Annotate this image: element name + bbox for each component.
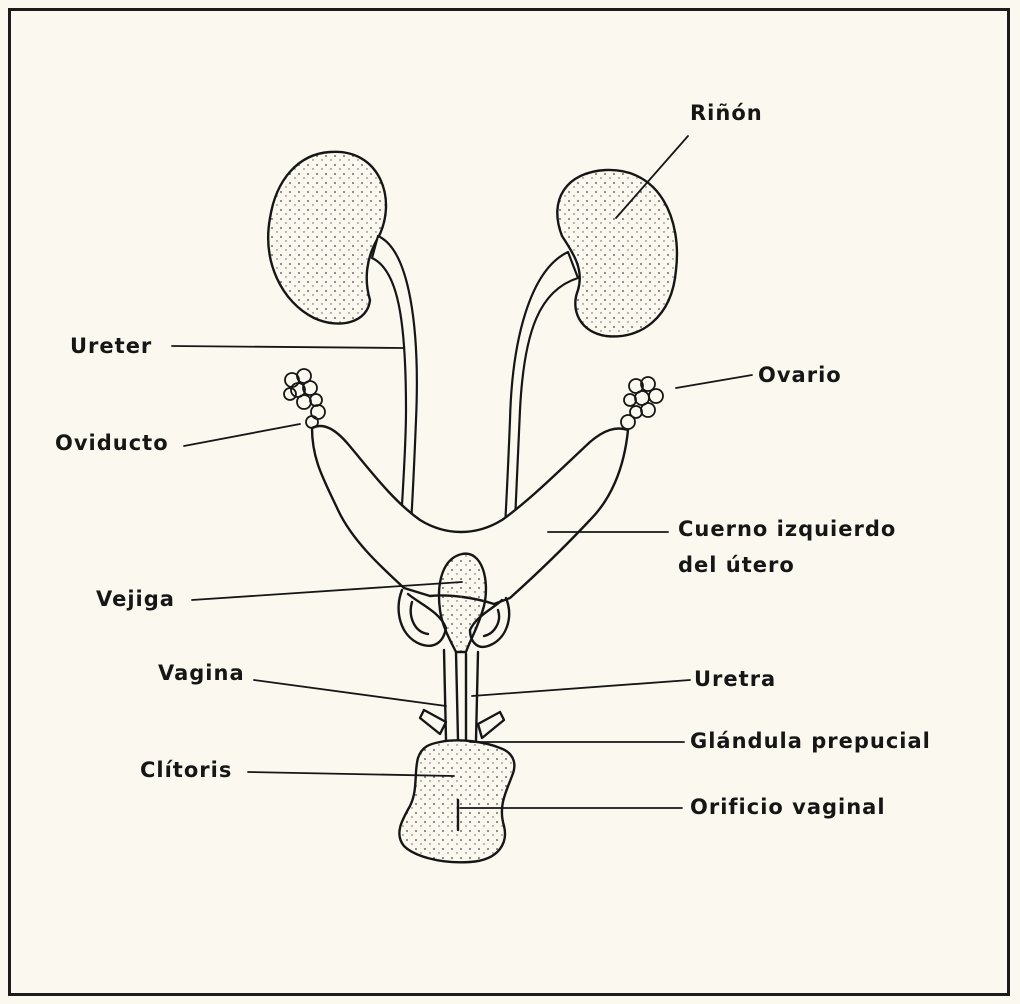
label-clitoris: Clítoris [140, 757, 232, 783]
label-vagina: Vagina [158, 660, 245, 686]
right-ovary [621, 377, 663, 429]
label-orificio: Orificio vaginal [690, 794, 886, 820]
label-glandula: Glándula prepucial [690, 728, 931, 754]
vagina-tube [444, 650, 458, 740]
right-loop-inner [484, 610, 499, 636]
bladder [439, 554, 486, 652]
label-ovario: Ovario [758, 362, 842, 388]
left-ovary [284, 369, 325, 428]
right-kidney [557, 170, 677, 337]
label-ureter: Ureter [70, 333, 152, 359]
left-kidney [268, 152, 386, 324]
label-uretra: Uretra [694, 666, 776, 692]
label-rinon: Riñón [690, 100, 763, 126]
label-cuerno-line1: Cuerno izquierdo [678, 516, 896, 542]
right-preputial-gland [478, 712, 504, 738]
label-vejiga: Vejiga [96, 586, 175, 612]
left-preputial-gland [420, 710, 446, 734]
label-oviducto: Oviducto [55, 430, 169, 456]
label-cuerno-line2: del útero [678, 552, 795, 578]
